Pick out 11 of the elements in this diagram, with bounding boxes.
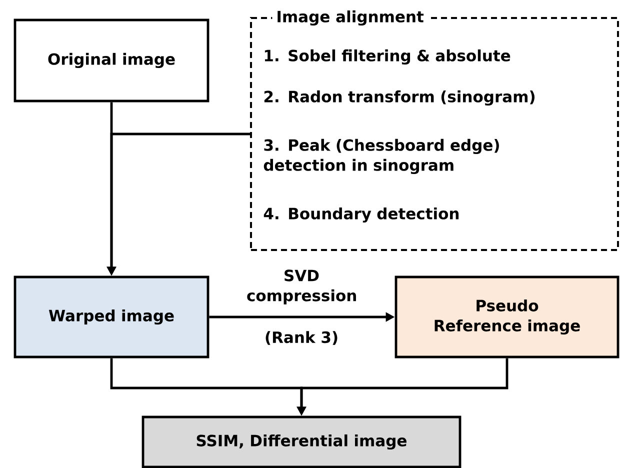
edge-label: SVD compression [247,270,356,304]
process-box: Warped image [14,276,210,358]
result-box: SSIM, Differential image [142,416,462,468]
group-heading: Image alignment [272,6,428,30]
process-box: Original image [14,18,210,102]
list-item: 1. Sobel filtering & absolute [264,49,510,65]
process-box: Pseudo Reference image [394,276,620,358]
note-text: (Rank 3) [266,331,338,345]
list-item: 2. Radon transform (sinogram) [264,90,534,106]
list-item: 3. Peak (Chessboard edge) detection in sinogram [264,138,499,174]
list-item: 4. Boundary detection [264,207,459,223]
